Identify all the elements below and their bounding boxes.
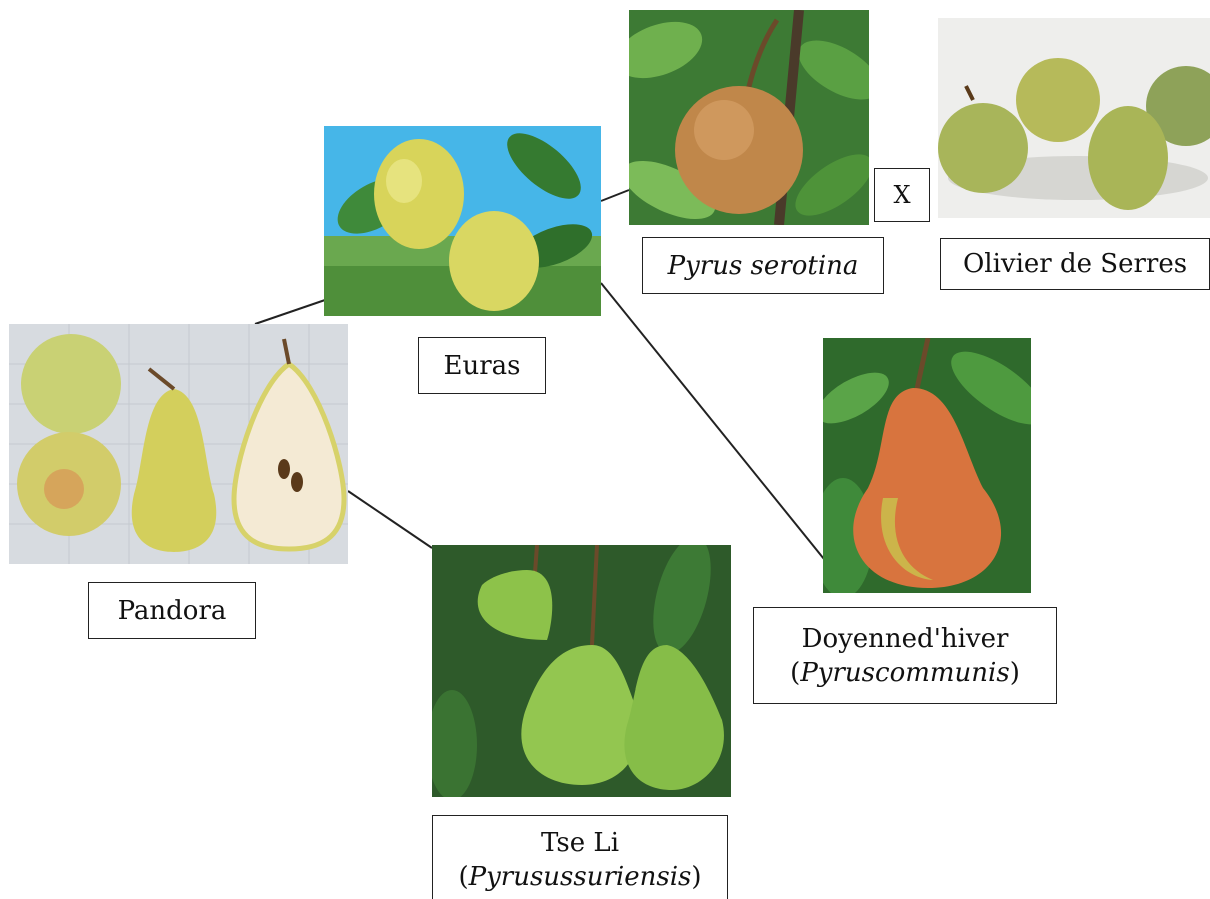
doyenne-dhiver-photo — [823, 338, 1031, 593]
pandora-label: Pandora — [88, 582, 256, 639]
olivier-de-serres-photo — [938, 18, 1210, 218]
tse-li-line2: (Pyrusussuriensis) — [458, 860, 701, 894]
line-euras-doyenne — [601, 283, 828, 564]
olivier-de-serres-name: Olivier de Serres — [963, 247, 1187, 281]
doyenne-dhiver-line1: Doyenned'hiver — [802, 622, 1009, 656]
euras-label: Euras — [418, 337, 546, 394]
pandora-name: Pandora — [118, 594, 227, 628]
line-pandora-euras — [255, 300, 325, 324]
euras-photo — [324, 126, 601, 316]
tse-li-photo — [432, 545, 731, 797]
line-euras-pyrus-serotina — [601, 190, 629, 201]
tse-li-label: Tse Li (Pyrusussuriensis) — [432, 815, 728, 899]
doyenne-dhiver-label: Doyenned'hiver (Pyruscommunis) — [753, 607, 1057, 704]
cross-symbol: X — [874, 168, 930, 222]
tse-li-line1: Tse Li — [541, 826, 619, 860]
pandora-photo — [9, 324, 348, 564]
pyrus-serotina-name: Pyrus serotina — [668, 249, 859, 283]
pyrus-serotina-label: Pyrus serotina — [642, 237, 884, 294]
pyrus-serotina-photo — [629, 10, 869, 225]
line-pandora-tse-li — [348, 491, 432, 548]
euras-name: Euras — [444, 349, 521, 383]
doyenne-dhiver-line2: (Pyruscommunis) — [790, 656, 1020, 690]
olivier-de-serres-label: Olivier de Serres — [940, 238, 1210, 290]
